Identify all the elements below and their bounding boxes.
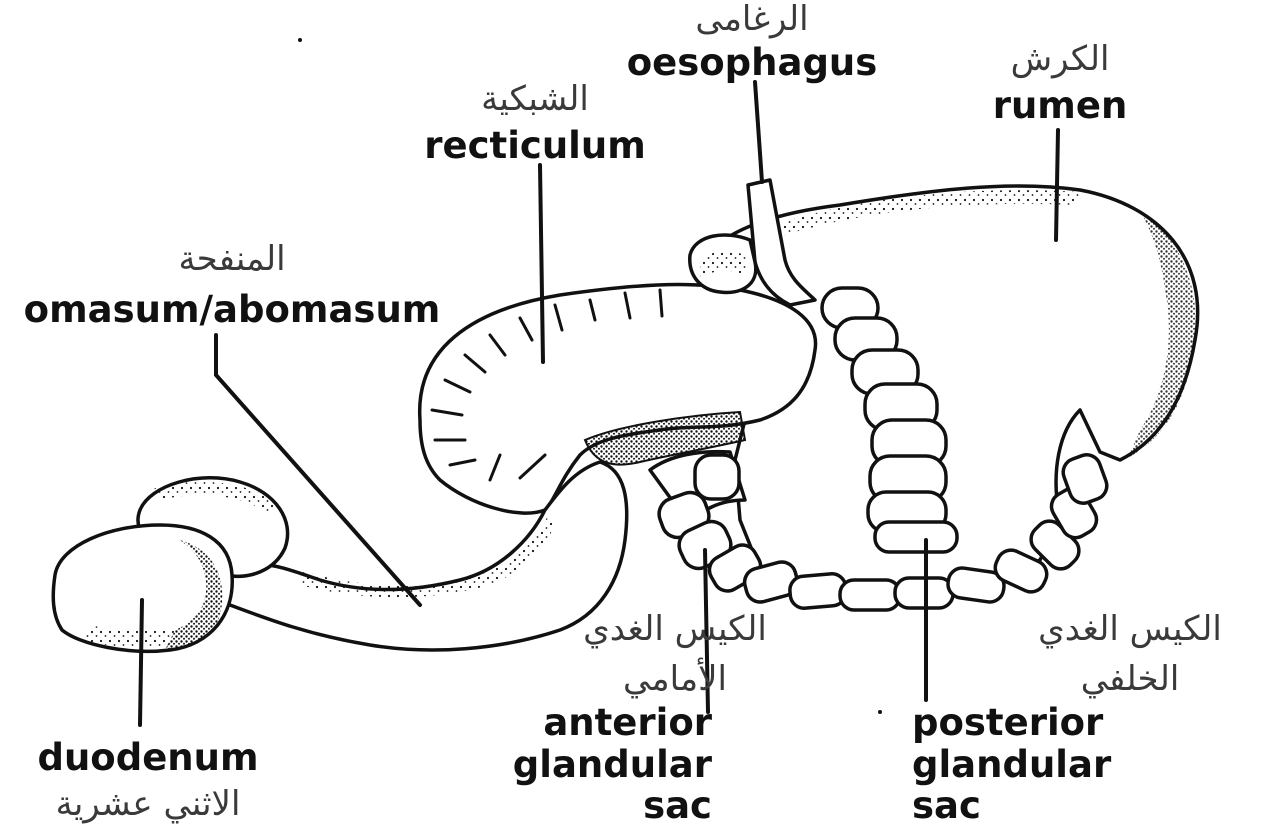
omasum-abomasum-label-en: omasum/abomasum — [24, 288, 441, 331]
posterior-sac-label-en-1: posterior — [912, 701, 1104, 744]
posterior-sac-label-ar-1: الكيس الغدي — [1038, 609, 1222, 649]
leader-oesophagus — [755, 82, 762, 182]
duodenum-shape — [53, 478, 287, 652]
anterior-sac-label-ar-1: الكيس الغدي — [583, 609, 767, 649]
anterior-sac-label-ar-2: الأمامي — [623, 657, 727, 699]
anterior-sac-label-en-3: sac — [643, 784, 712, 827]
oesophagus-label-ar: الرغامى — [695, 0, 808, 39]
reticulum-label-ar: الشبكية — [481, 79, 589, 119]
anterior-sac-label-en-2: glandular — [513, 743, 713, 786]
duodenum-label-ar: الاثني عشرية — [56, 784, 241, 824]
reticulum-label-en: recticulum — [424, 124, 646, 167]
posterior-sac-label-ar-2: الخلفي — [1081, 659, 1180, 699]
posterior-sac-label-en-2: glandular — [912, 743, 1112, 786]
duodenum-label-en: duodenum — [37, 736, 258, 779]
rumen-label-en: rumen — [993, 84, 1128, 127]
rumen-label-ar: الكرش — [1011, 39, 1110, 79]
speck-mark — [878, 710, 882, 714]
omasum-abomasum-label-ar: المنفحة — [178, 239, 285, 279]
oesophagus-label-en: oesophagus — [627, 41, 878, 84]
posterior-sac-label-en-3: sac — [912, 784, 981, 827]
anterior-sac-label-en-1: anterior — [543, 701, 712, 744]
leader-rumen — [1056, 130, 1058, 240]
speck-mark — [298, 38, 302, 42]
leader-duodenum — [140, 600, 142, 725]
